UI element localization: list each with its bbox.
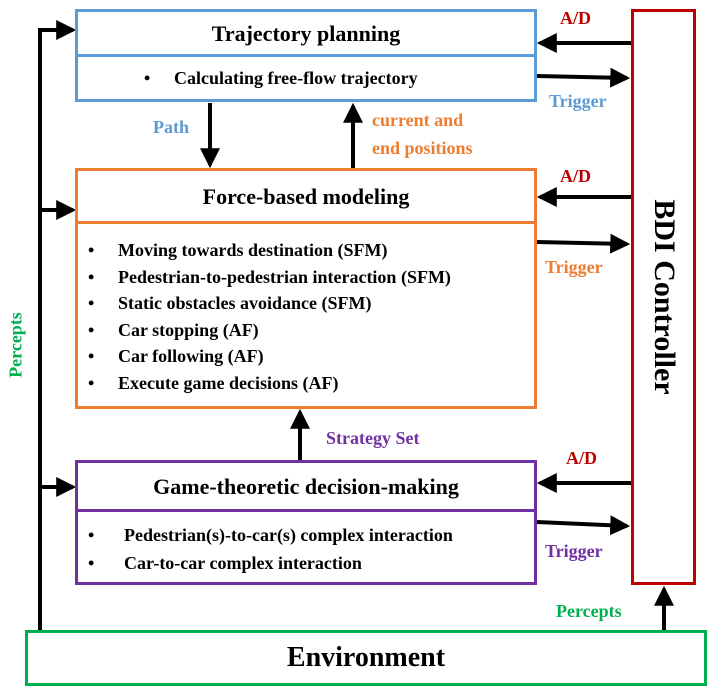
list-item: Calculating free-flow trajectory: [144, 68, 418, 89]
trigger-from-game-arrow: [536, 515, 631, 536]
force-items: Moving towards destination (SFM) Pedestr…: [78, 237, 451, 397]
trigger-label-force: Trigger: [545, 257, 603, 277]
path-label: Path: [153, 117, 189, 137]
strategy-set-label: Strategy Set: [326, 428, 420, 448]
bdi-controller-box: BDI Controller: [631, 9, 696, 585]
trigger-from-trajectory-arrow: [536, 67, 631, 88]
trigger-label-game: Trigger: [545, 541, 603, 561]
game-items: Pedestrian(s)-to-car(s) complex interact…: [78, 521, 453, 577]
trajectory-divider: [78, 54, 534, 57]
trigger-label-trajectory: Trigger: [549, 91, 607, 111]
current-end-label-line1: current and: [372, 110, 464, 130]
current-end-label-line2: end positions: [372, 138, 473, 158]
list-item: Moving towards destination (SFM): [78, 237, 451, 264]
force-based-modeling-title: Force-based modeling: [202, 184, 410, 209]
ad-label-force: A/D: [560, 166, 591, 186]
trajectory-planning-title: Trajectory planning: [211, 21, 401, 46]
bdi-controller-title: BDI Controller: [647, 199, 681, 395]
game-divider: [78, 509, 534, 512]
list-item: Static obstacles avoidance (SFM): [78, 290, 451, 317]
list-item: Car-to-car complex interaction: [78, 549, 453, 577]
trajectory-planning-box: Trajectory planning Calculating free-flo…: [75, 9, 537, 102]
environment-box: Environment: [25, 630, 707, 686]
list-item: Car following (AF): [78, 343, 451, 370]
list-item: Pedestrian(s)-to-car(s) complex interact…: [78, 521, 453, 549]
game-theoretic-title: Game-theoretic decision-making: [153, 474, 459, 499]
trajectory-items: Calculating free-flow trajectory: [144, 68, 418, 89]
force-divider: [78, 221, 534, 224]
ad-label-trajectory: A/D: [560, 8, 591, 28]
force-based-modeling-box: Force-based modeling Moving towards dest…: [75, 168, 537, 409]
list-item: Execute game decisions (AF): [78, 370, 451, 397]
game-theoretic-box: Game-theoretic decision-making Pedestria…: [75, 460, 537, 585]
list-item: Car stopping (AF): [78, 317, 451, 344]
percepts-label-bdi: Percepts: [556, 601, 622, 621]
environment-title: Environment: [286, 642, 446, 673]
percepts-label-left: Percepts: [5, 312, 26, 378]
trigger-from-force-arrow: [536, 233, 631, 254]
list-item: Pedestrian-to-pedestrian interaction (SF…: [78, 264, 451, 291]
ad-label-game: A/D: [566, 448, 597, 468]
